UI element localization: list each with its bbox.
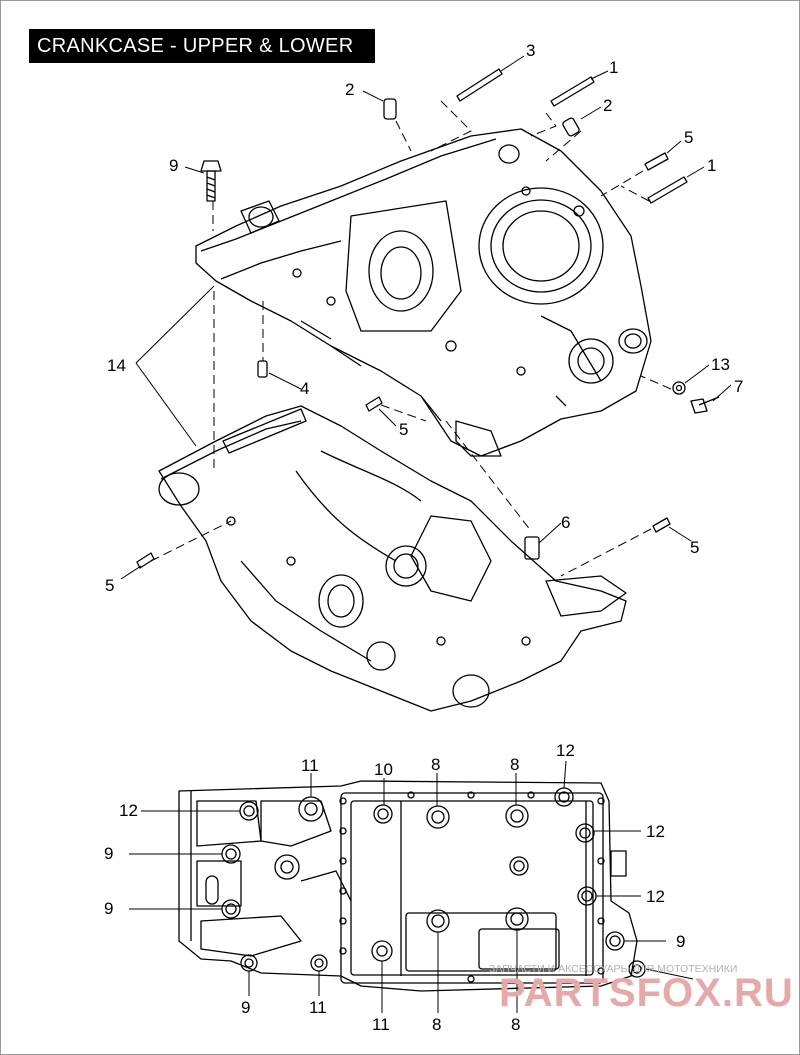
callout-12: 12 — [646, 887, 665, 906]
callout-12: 12 — [119, 801, 138, 820]
leader-lines-upper — [120, 55, 732, 580]
page-title: CRANKCASE - UPPER & LOWER — [29, 29, 376, 63]
callout-8: 8 — [431, 755, 440, 774]
bottom-view-drawing — [178, 780, 646, 992]
callout-1: 1 — [609, 58, 618, 77]
upper-crankcase-drawing — [195, 128, 652, 457]
callout-9: 9 — [241, 998, 250, 1017]
callout-8: 8 — [432, 1015, 441, 1034]
callouts-upper: 3 1 2 2 5 1 9 14 4 5 13 7 6 5 5 — [105, 41, 743, 595]
callout-9: 9 — [169, 156, 178, 175]
callout-9: 9 — [104, 844, 113, 863]
callouts-lower: 11 10 8 8 12 12 9 12 9 12 9 9 11 11 8 8 — [104, 741, 685, 1034]
watermark-tagline: ЗАПЧАСТИ И АКСЕССУАРЫ ДЛЯ МОТОТЕХНИКИ — [489, 963, 738, 975]
callout-10: 10 — [374, 760, 393, 779]
watermark-logo: PARTSFOX.RU — [499, 971, 794, 1015]
callout-4: 4 — [300, 379, 309, 398]
callout-9: 9 — [676, 932, 685, 951]
callout-3: 3 — [526, 41, 535, 60]
callout-11: 11 — [309, 998, 327, 1017]
callout-1: 1 — [707, 156, 716, 175]
callout-12: 12 — [556, 741, 575, 760]
callout-2: 2 — [345, 80, 354, 99]
callout-5: 5 — [684, 128, 693, 147]
callout-11: 11 — [301, 756, 319, 775]
hardware-parts — [136, 68, 720, 569]
lower-crankcase-drawing — [158, 405, 627, 712]
callout-6: 6 — [561, 513, 570, 532]
callout-2: 2 — [603, 96, 612, 115]
callout-5: 5 — [105, 576, 114, 595]
watermark: ЗАПЧАСТИ И АКСЕССУАРЫ ДЛЯ МОТОТЕХНИКИ PA… — [489, 963, 793, 1033]
callout-8: 8 — [511, 1015, 520, 1034]
callout-5: 5 — [690, 538, 699, 557]
callout-7: 7 — [734, 377, 743, 396]
callout-14: 14 — [107, 356, 126, 375]
leader-lines-bottom — [129, 760, 694, 1013]
callout-8: 8 — [510, 755, 519, 774]
callout-9: 9 — [104, 899, 113, 918]
callout-12: 12 — [646, 822, 665, 841]
callout-13: 13 — [711, 355, 730, 374]
assembly-lines — [150, 100, 672, 577]
callout-5: 5 — [399, 420, 408, 439]
callout-11: 11 — [372, 1015, 390, 1034]
